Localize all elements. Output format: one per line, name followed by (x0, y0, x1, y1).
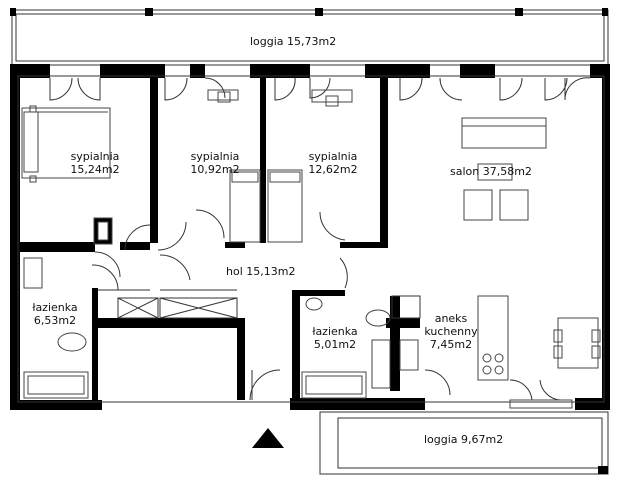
bedroom3-label: sypialnia 12,62m2 (298, 150, 368, 176)
living-label: salon 37,58m2 (450, 165, 532, 178)
wall-lines (17, 75, 605, 403)
bath1-name: łazienka (32, 301, 78, 314)
entrance-arrow-icon (252, 428, 284, 448)
doors (49, 77, 591, 401)
kitchen-label: aneks kuchenny 7,45m2 (420, 312, 482, 351)
kitchen-name-line1: aneks (434, 312, 468, 325)
bath1-area: 6,53m2 (33, 314, 77, 327)
bedroom2-name: sypialnia (190, 150, 240, 163)
bedroom1-name: sypialnia (70, 150, 120, 163)
bath2-area: 5,01m2 (313, 338, 357, 351)
bedroom2-label: sypialnia 10,92m2 (180, 150, 250, 176)
bedroom2-area: 10,92m2 (190, 163, 240, 176)
interior-walls (20, 78, 420, 408)
bath1-label: łazienka 6,53m2 (22, 301, 88, 327)
furniture (21, 89, 601, 409)
loggia-top-posts (10, 8, 608, 16)
bath2-label: łazienka 5,01m2 (302, 325, 368, 351)
loggia-bottom-outline (319, 411, 609, 475)
loggia-top-label: loggia 15,73m2 (250, 35, 337, 48)
loggia-bottom-label: loggia 9,67m2 (424, 433, 504, 446)
bedroom3-name: sypialnia (308, 150, 358, 163)
kitchen-area: 7,45m2 (429, 338, 473, 351)
loggia-bottom-posts (598, 466, 608, 474)
bath2-name: łazienka (312, 325, 358, 338)
bedroom1-area: 15,24m2 (70, 163, 120, 176)
bedroom3-area: 12,62m2 (308, 163, 358, 176)
exterior-walls (10, 64, 610, 410)
bedroom1-label: sypialnia 15,24m2 (60, 150, 130, 176)
kitchen-name-line2: kuchenny (424, 325, 478, 338)
hall-label: hol 15,13m2 (226, 265, 296, 278)
